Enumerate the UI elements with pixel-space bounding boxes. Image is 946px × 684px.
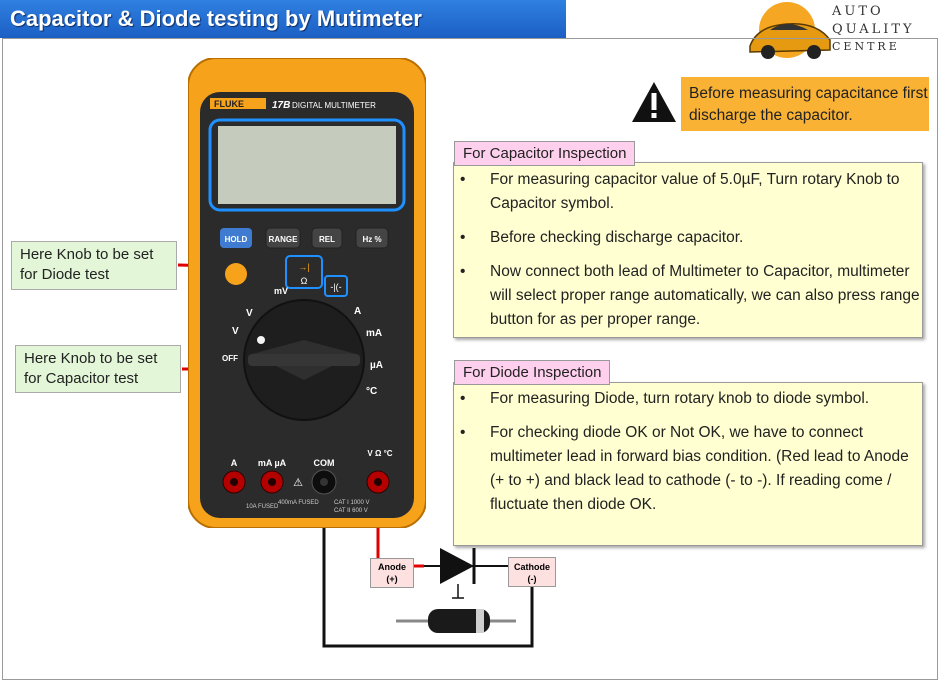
ma-dial-label: mA <box>366 328 382 339</box>
capacitor-inspection-label: For Capacitor Inspection <box>454 141 636 166</box>
capacitor-step-1: For measuring capacitor value of 5.0µF, … <box>460 168 922 216</box>
diode-inspection-box: For measuring Diode, turn rotary knob to… <box>453 382 923 546</box>
model-text: 17B <box>272 100 290 111</box>
fused-label-400ma: 400mA FUSED <box>278 500 319 506</box>
content-frame <box>2 38 938 680</box>
title-bar: Capacitor & Diode testing by Mutimeter <box>0 0 566 38</box>
diode-inspection-label: For Diode Inspection <box>454 360 611 385</box>
function-button[interactable] <box>225 263 247 285</box>
ua-dial-label: µA <box>370 360 383 371</box>
page-title: Capacitor & Diode testing by Mutimeter <box>10 6 422 31</box>
cathode-label: Cathode (-) <box>508 557 556 587</box>
capacitor-position-highlight <box>324 275 348 297</box>
diode-step-2: For checking diode OK or Not OK, we have… <box>460 421 922 517</box>
hz-button-label: Hz % <box>362 235 381 244</box>
cathode-sign: (-) <box>527 574 537 584</box>
black-test-lead <box>322 492 534 648</box>
diode-component-icon <box>428 609 490 633</box>
diode-dial-icon: →| <box>298 262 309 272</box>
logo-text-auto: AUTO <box>832 4 884 19</box>
fused-label-10a: 10A FUSED <box>246 504 279 510</box>
logo-text-centre: CENTRE <box>832 40 900 53</box>
caution-icon: ⚠ <box>293 477 303 489</box>
anode-text: Anode <box>378 562 406 572</box>
capacitor-step-2: Before checking discharge capacitor. <box>460 226 922 250</box>
cathode-text: Cathode <box>514 562 550 572</box>
capacitor-step-3: Now connect both lead of Multimeter to C… <box>460 260 922 332</box>
jack-ma-label: mA µA <box>258 458 287 468</box>
ohm-dial-label: Ω <box>301 276 308 286</box>
logo <box>742 0 942 64</box>
anode-label: Anode (+) <box>370 558 414 588</box>
a-dial-label: A <box>354 306 361 317</box>
car-logo-icon <box>749 2 831 59</box>
brand-text: FLUKE <box>214 99 244 109</box>
lcd-display <box>218 126 396 204</box>
display-highlight <box>208 118 406 212</box>
rel-button[interactable] <box>311 227 343 249</box>
vdc-dial-label: V <box>246 308 253 319</box>
rel-button-label: REL <box>319 235 335 244</box>
diode-symbol-icon <box>440 548 474 584</box>
diode-step-1: For measuring Diode, turn rotary knob to… <box>460 387 922 411</box>
multimeter: FLUKE 17B DIGITAL MULTIMETER HOLD RANGE … <box>188 58 426 528</box>
jack-v-label: V Ω °C <box>367 449 392 458</box>
warning-triangle-icon <box>632 82 676 122</box>
range-button[interactable] <box>265 227 301 249</box>
warning-box: Before measuring capacitance first disch… <box>681 77 929 131</box>
callout-capacitor-test: Here Knob to be set for Capacitor test <box>15 345 181 393</box>
hz-button[interactable] <box>355 227 389 249</box>
vac-dial-label: V <box>232 326 239 337</box>
hold-button-label: HOLD <box>225 235 248 244</box>
capacitor-inspection-box: For measuring capacitor value of 5.0µF, … <box>453 162 923 338</box>
diode-position-highlight <box>285 255 323 289</box>
off-dial-label: OFF <box>222 354 238 363</box>
hold-button[interactable] <box>220 228 252 248</box>
warning-text: Before measuring capacitance first disch… <box>689 85 928 124</box>
logo-text-quality: QUALITY <box>832 22 915 37</box>
anode-sign: (+) <box>386 574 398 584</box>
mv-dial-label: mV <box>274 286 288 296</box>
temp-dial-label: °C <box>366 386 377 397</box>
range-button-label: RANGE <box>269 235 299 244</box>
model-subtitle: DIGITAL MULTIMETER <box>292 101 376 110</box>
cat-rating-1: CAT I 1000 V <box>334 500 369 506</box>
jack-com-label: COM <box>314 458 335 468</box>
cat-rating-2: CAT II 600 V <box>334 508 368 514</box>
capacitor-dial-icon: -|(- <box>330 282 341 292</box>
jack-a-label: A <box>231 458 238 468</box>
callout-diode-test: Here Knob to be set for Diode test <box>11 241 177 290</box>
